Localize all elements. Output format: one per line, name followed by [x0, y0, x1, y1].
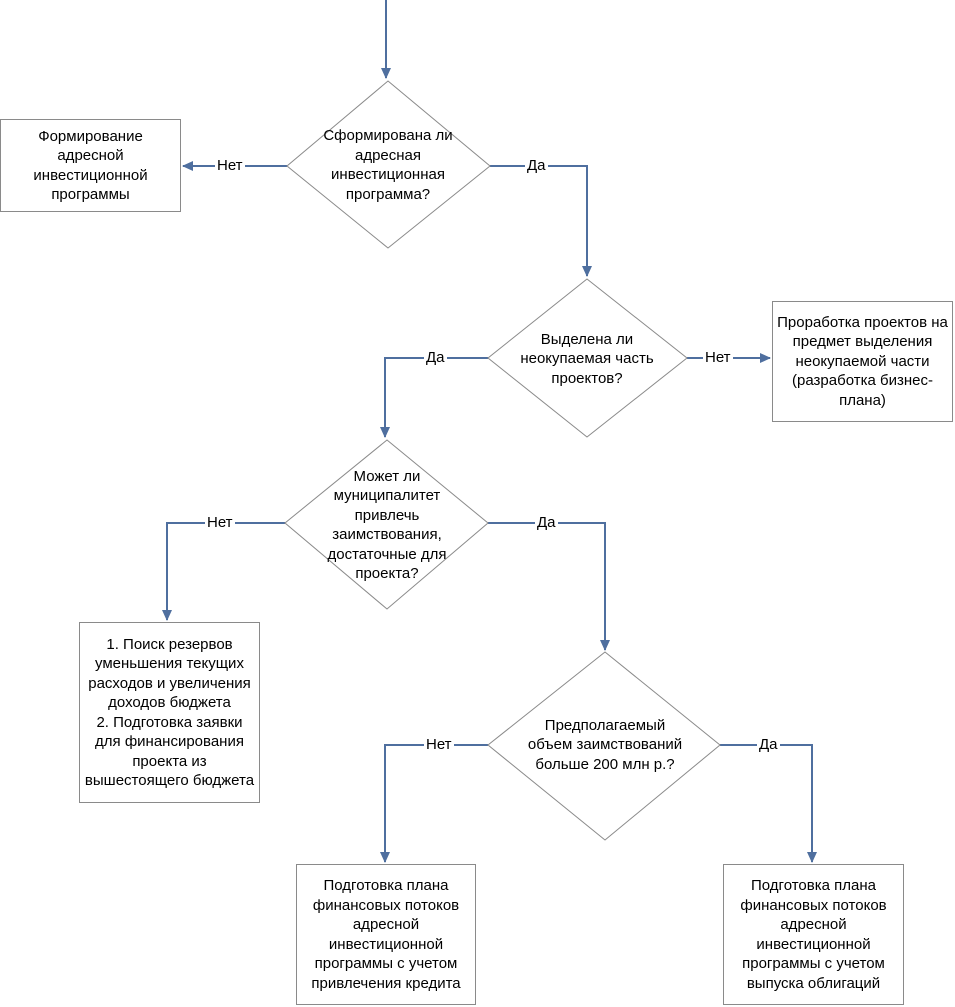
- process-box-bond-plan: Подготовка плана финансовых потоков адре…: [723, 864, 904, 1005]
- decision-text-4: Предполагаемый объем заимствований больш…: [527, 716, 683, 773]
- process-box-reserves-and-application: 1. Поиск резервов уменьшения текущих рас…: [79, 622, 260, 803]
- arrow-d4-yes: [720, 744, 817, 863]
- decision-diamond-2: [487, 278, 688, 438]
- process-box-address-program: Формирование адресной инвестиционной про…: [0, 119, 181, 212]
- process-box-unrecoverable-part: Проработка проектов на предмет выделения…: [772, 301, 953, 422]
- arrow-d2-yes: [380, 357, 488, 438]
- branch-label-yes-1: Да: [525, 157, 548, 175]
- arrow-d4-no: [380, 744, 488, 863]
- branch-label-yes-2: Да: [424, 349, 447, 367]
- branch-label-no-4: Нет: [424, 736, 454, 754]
- decision-diamond-4: [487, 651, 721, 841]
- decision-text-1: Сформирована ли адресная инвестиционная …: [323, 127, 453, 203]
- branch-label-no-1: Нет: [215, 157, 245, 175]
- branch-label-yes-4: Да: [757, 736, 780, 754]
- branch-label-no-3: Нет: [205, 514, 235, 532]
- branch-label-no-2: Нет: [703, 349, 733, 367]
- arrow-d1-yes: [490, 165, 592, 277]
- decision-diamond-1: [286, 80, 491, 249]
- decision-text-2: Выделена ли неокупаемая часть проектов?: [520, 330, 654, 387]
- decision-text-3: Может ли муниципалитет привлечь заимство…: [327, 467, 447, 583]
- decision-diamond-3: [284, 439, 489, 610]
- branch-label-yes-3: Да: [535, 514, 558, 532]
- arrow-d3-yes: [488, 522, 610, 651]
- process-box-credit-plan: Подготовка плана финансовых потоков адре…: [296, 864, 476, 1005]
- arrow-d3-no: [162, 522, 285, 621]
